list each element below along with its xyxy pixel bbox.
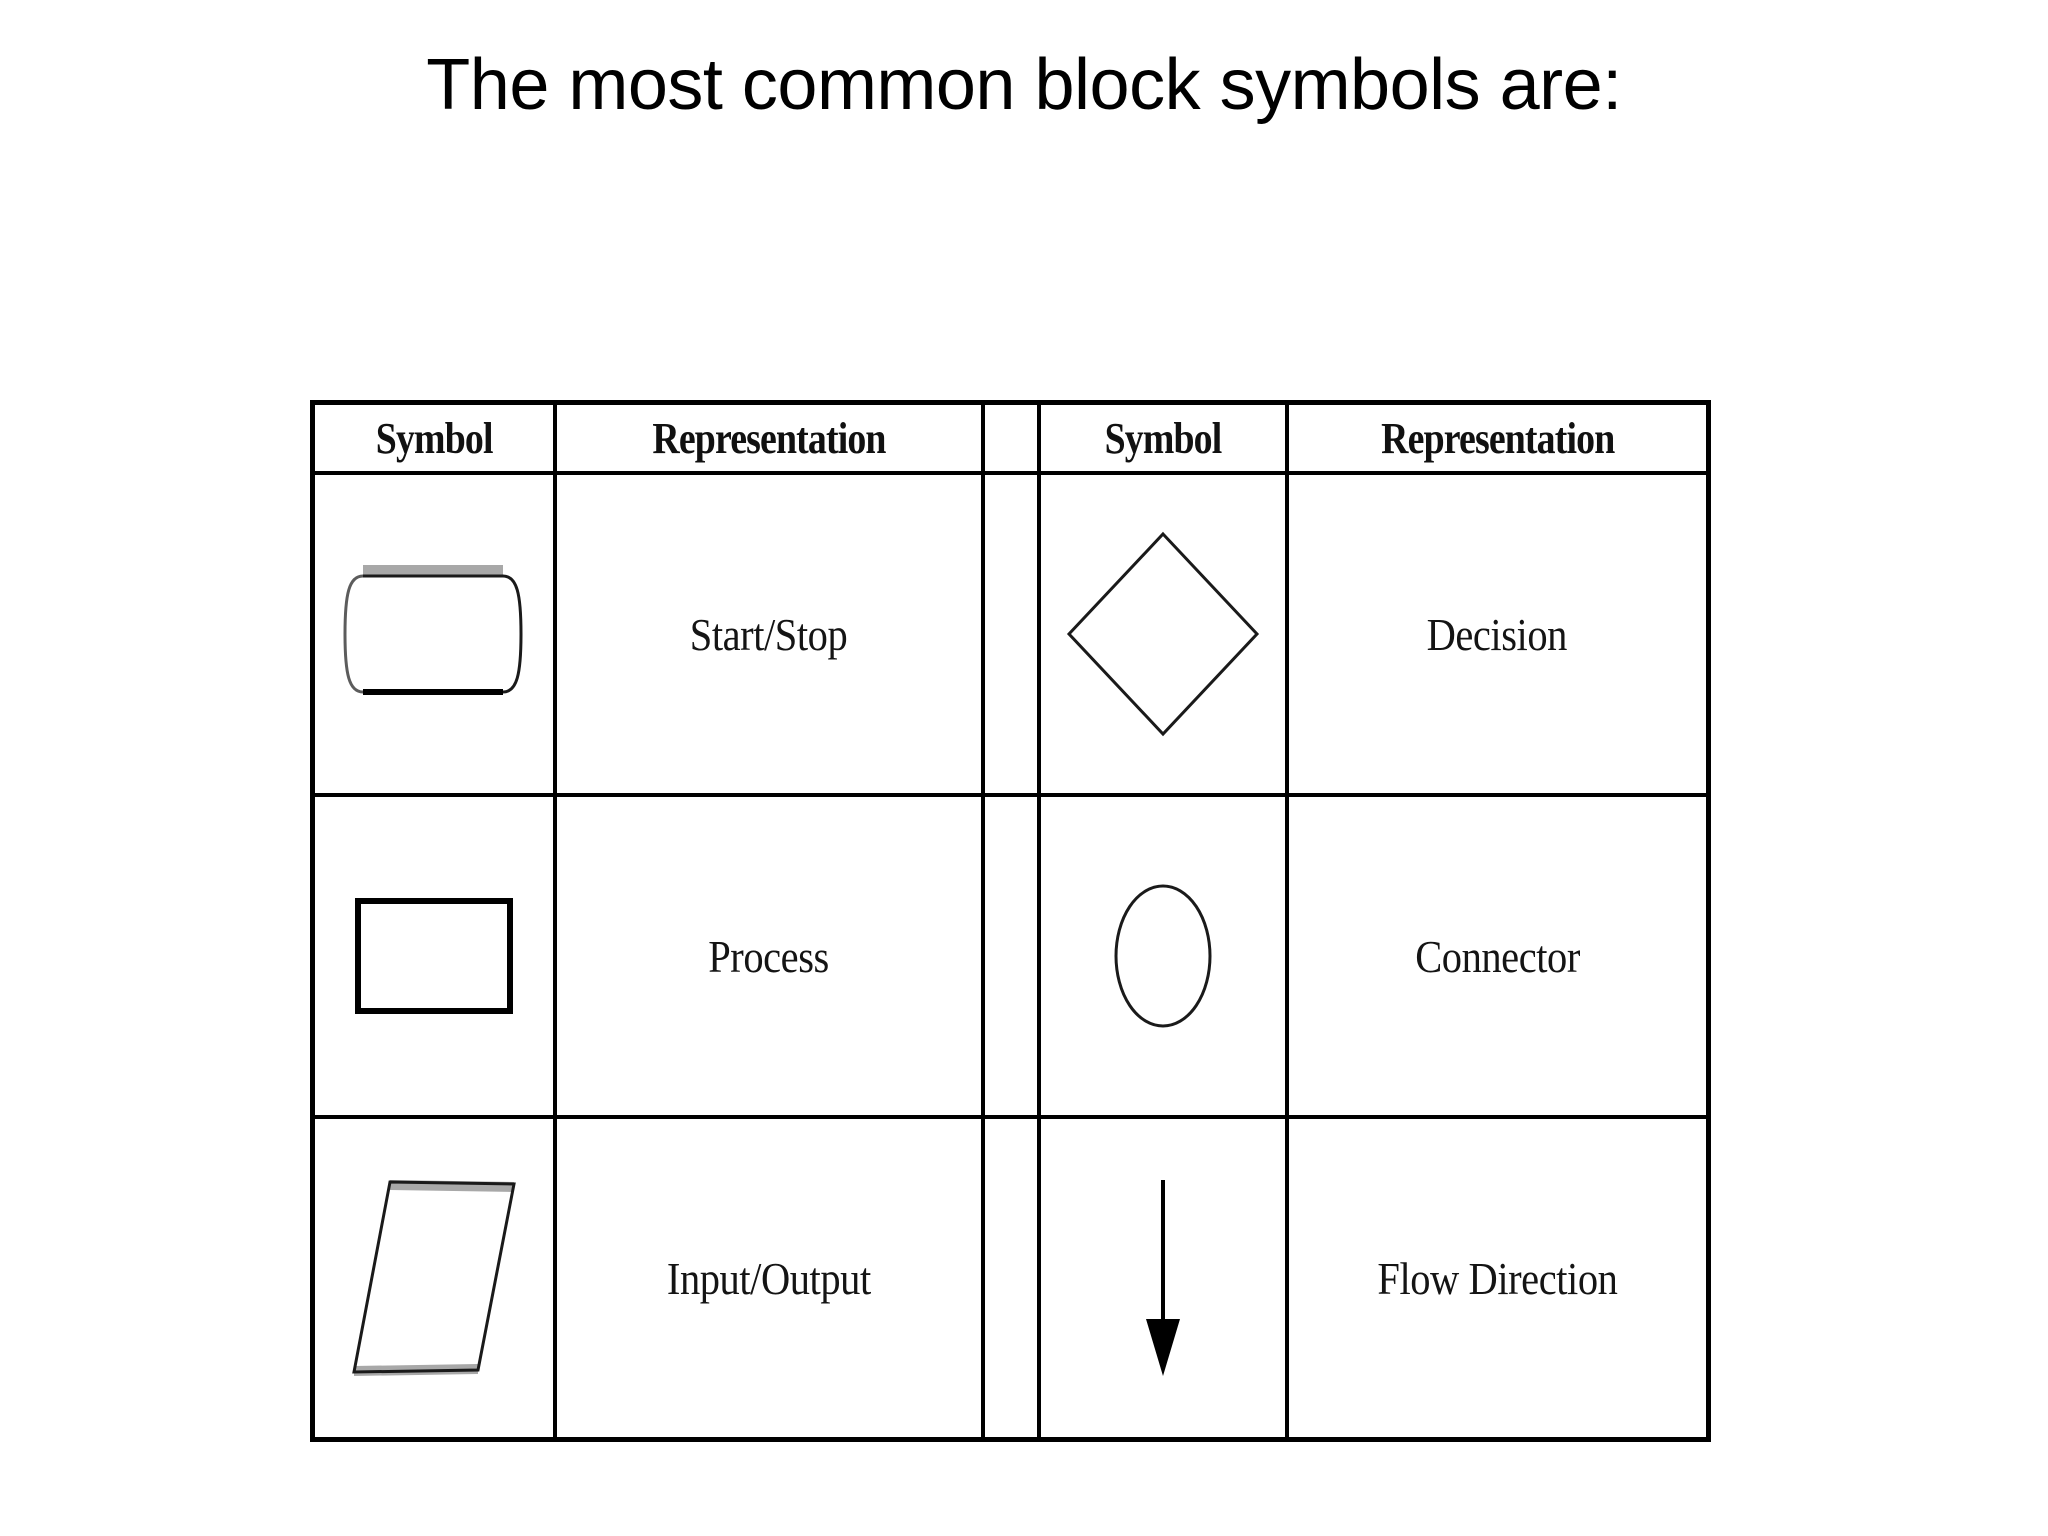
symbol-cell-flow-direction bbox=[1036, 1115, 1289, 1442]
representation-label: Input/Output bbox=[666, 1252, 871, 1304]
representation-cell-decision: Decision bbox=[1284, 471, 1711, 797]
parallelogram-input-output-icon bbox=[351, 1180, 516, 1376]
representation-label: Connector bbox=[1414, 930, 1580, 982]
rounded-rectangle-terminator-icon bbox=[343, 565, 523, 695]
symbol-reference-table: Symbol Representation Symbol Representat… bbox=[310, 400, 1711, 1442]
symbol-cell-input-output bbox=[310, 1115, 557, 1442]
column-header-symbol-right: Symbol bbox=[1054, 400, 1271, 475]
column-header-representation-right: Representation bbox=[1314, 400, 1681, 475]
representation-label: Flow Direction bbox=[1377, 1252, 1618, 1304]
table-header-row: Symbol Representation Symbol Representat… bbox=[313, 400, 1709, 475]
symbol-cell-decision bbox=[1036, 471, 1289, 797]
representation-label: Decision bbox=[1427, 608, 1568, 660]
column-header-representation-left: Representation bbox=[582, 400, 955, 475]
down-arrow-flow-direction-icon bbox=[1145, 1180, 1180, 1376]
rectangle-process-icon bbox=[354, 898, 513, 1014]
representation-cell-start-stop: Start/Stop bbox=[552, 471, 985, 797]
table-divider-column bbox=[984, 402, 1037, 475]
table-row: Process Connector bbox=[310, 793, 1711, 1119]
representation-cell-connector: Connector bbox=[1284, 793, 1711, 1119]
table-row: Input/Output Flow Direction bbox=[310, 1115, 1711, 1442]
symbol-cell-process bbox=[310, 793, 557, 1119]
table-divider-column bbox=[980, 471, 1041, 797]
representation-cell-input-output: Input/Output bbox=[552, 1115, 985, 1442]
representation-cell-process: Process bbox=[552, 793, 985, 1119]
flowchart-symbol-figure: Symbol Representation Symbol Representat… bbox=[310, 400, 1711, 1442]
column-header-symbol-left: Symbol bbox=[327, 400, 540, 475]
diamond-decision-icon bbox=[1066, 531, 1259, 737]
page-title: The most common block symbols are: bbox=[426, 45, 1622, 125]
symbol-cell-start-stop bbox=[310, 471, 557, 797]
ellipse-connector-icon bbox=[1114, 884, 1211, 1028]
table-row: Start/Stop Decision bbox=[310, 471, 1711, 797]
table-divider-column bbox=[980, 793, 1041, 1119]
symbol-cell-connector bbox=[1036, 793, 1289, 1119]
representation-label: Process bbox=[708, 930, 829, 982]
representation-cell-flow-direction: Flow Direction bbox=[1284, 1115, 1711, 1442]
table-divider-column bbox=[980, 1115, 1041, 1442]
representation-label: Start/Stop bbox=[689, 608, 848, 660]
